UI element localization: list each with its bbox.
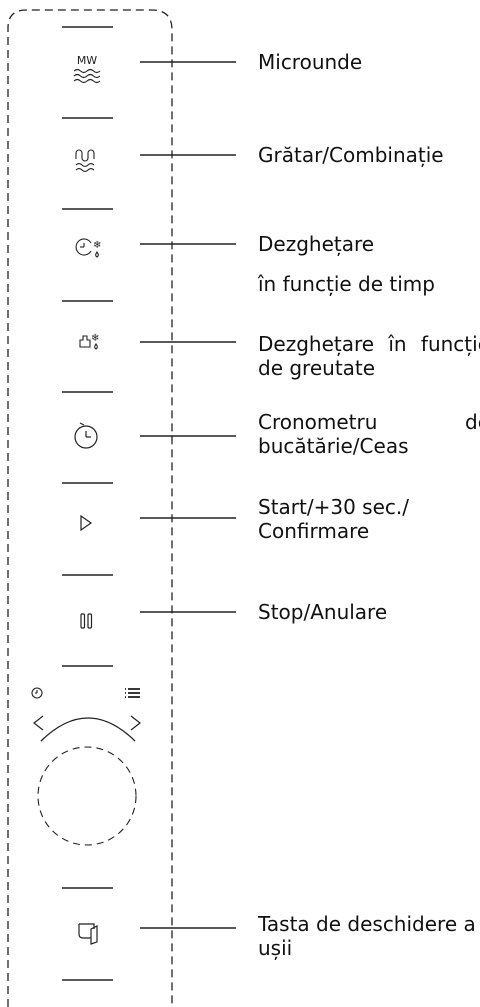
label-line-2: de greutate [258, 356, 376, 380]
label-word: de [465, 410, 480, 434]
separator-lines [62, 26, 113, 981]
chevron-right-icon[interactable] [130, 715, 141, 731]
door-icon[interactable] [78, 923, 98, 945]
play-icon[interactable] [80, 514, 93, 532]
microwave-icon-text: MW [77, 54, 97, 67]
label-tasta-deschidere: Tasta de deschidere a ușii [258, 912, 476, 960]
label-word: Cronometru [258, 410, 378, 434]
leader-lines [140, 61, 236, 929]
label-word: funcție [420, 332, 480, 356]
weight-defrost-icon[interactable]: ❄ [79, 333, 99, 350]
label-dezghetare-greutate: Dezghețare în funcție de greutate [258, 332, 480, 380]
label-line-2: Confirmare [258, 519, 370, 543]
label-stop-anulare: Stop/Anulare [258, 600, 388, 624]
label-cronometru: Cronometru de bucătărie/Ceas [258, 410, 480, 458]
microwave-waves-icon[interactable]: MW [73, 54, 101, 84]
label-microunde: Microunde [258, 50, 363, 74]
label-line-1: Tasta de deschidere a [258, 912, 476, 936]
panel-outline [7, 9, 173, 1007]
svg-text:❄: ❄ [91, 333, 99, 344]
label-word: Dezghețare [258, 332, 375, 356]
label-line-1: Start/+30 sec./ [258, 495, 409, 519]
grill-combination-icon[interactable] [75, 149, 95, 173]
dial-arc [40, 717, 136, 742]
pause-icon[interactable] [80, 613, 93, 629]
label-start: Start/+30 sec./ Confirmare [258, 495, 409, 543]
svg-text:❄: ❄ [93, 240, 101, 251]
menu-list-icon [125, 688, 140, 698]
label-line-2: ușii [258, 936, 293, 960]
chevron-left-icon[interactable] [33, 715, 44, 731]
label-line-2: bucătărie/Ceas [258, 434, 409, 458]
label-dezghetare-timp-2: în funcție de timp [258, 272, 435, 296]
dial-control[interactable] [31, 687, 141, 846]
kitchen-timer-icon[interactable] [74, 422, 98, 449]
dial-knob[interactable] [37, 746, 137, 846]
time-defrost-icon[interactable]: ❄ [75, 238, 101, 258]
label-word: în [388, 332, 407, 356]
label-gratar-combinatie: Grătar/Combinație [258, 143, 444, 167]
clock-icon [31, 687, 43, 699]
label-dezghetare-timp-1: Dezghețare [258, 232, 375, 256]
